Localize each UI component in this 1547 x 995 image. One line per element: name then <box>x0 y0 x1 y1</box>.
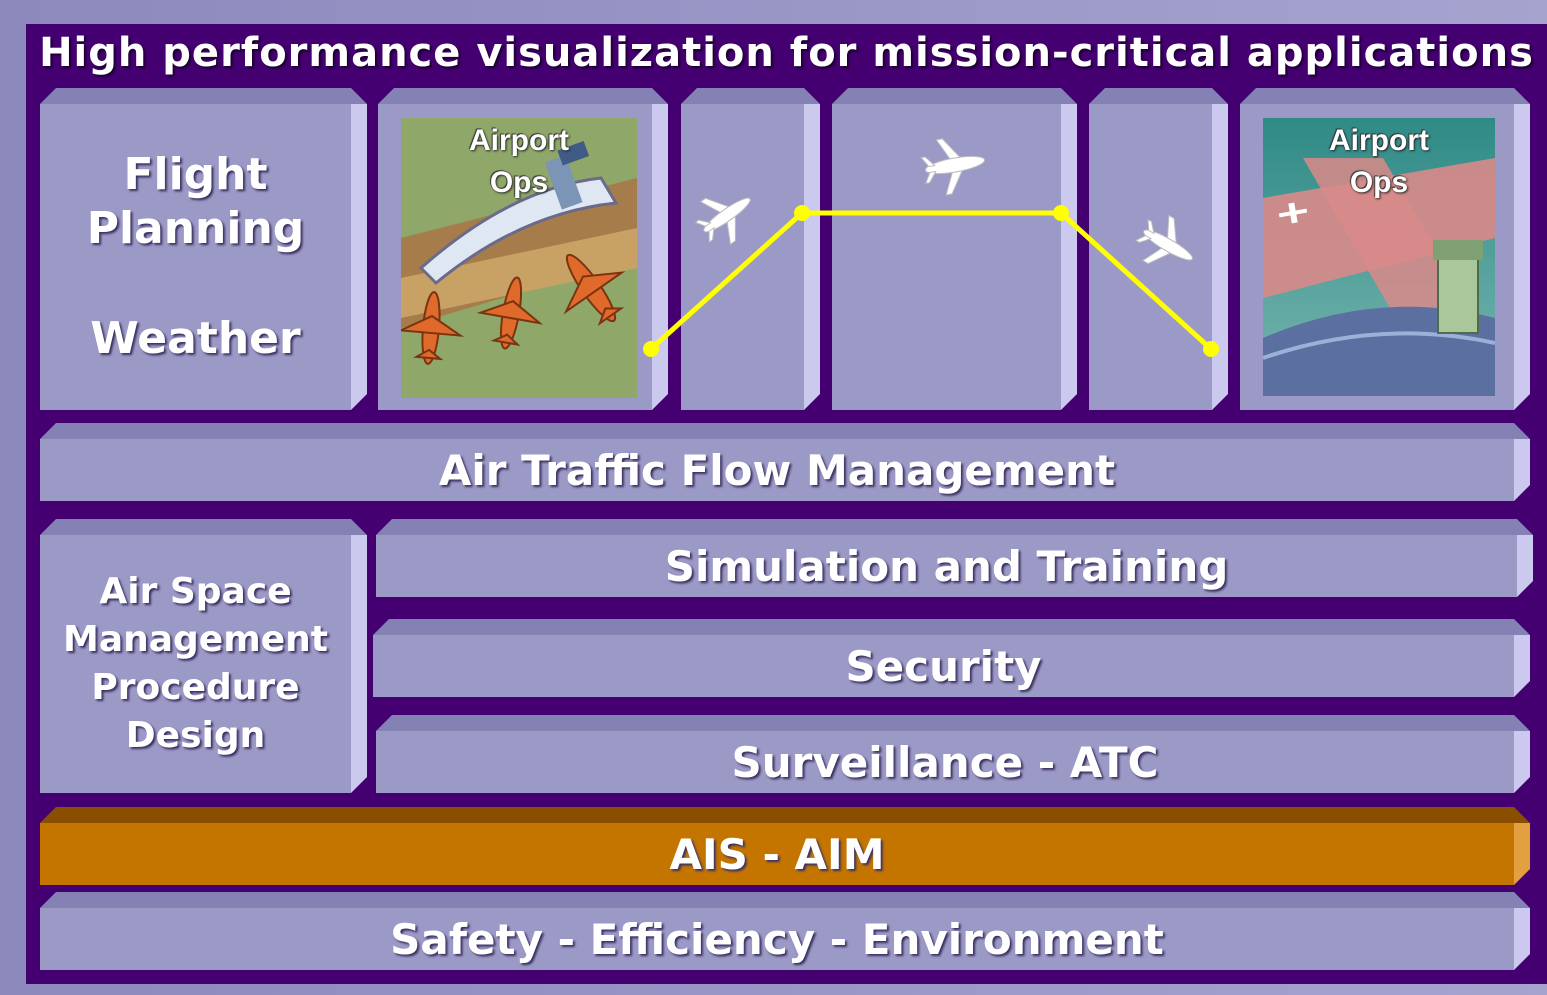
airplane-icon <box>1134 214 1193 265</box>
airplane-icon <box>694 197 751 246</box>
airspace-line-4: Design <box>125 715 266 756</box>
climb-segment-block <box>681 88 820 410</box>
weather-label: Weather <box>90 313 301 364</box>
parked-plane-1 <box>401 291 465 365</box>
parked-plane-2 <box>476 276 544 350</box>
flight-path-node <box>643 341 659 357</box>
cruise-segment-block <box>832 88 1077 410</box>
parked-plane-3 <box>563 253 626 326</box>
airspace-line-2: Management <box>63 619 328 660</box>
security-label: Security <box>845 641 1042 691</box>
ais-aim-label: AIS - AIM <box>669 829 885 879</box>
airport-ops-left-title: Airport Ops <box>401 120 637 204</box>
ops-word: Ops <box>489 166 549 199</box>
ais-aim-block: AIS - AIM <box>40 807 1530 885</box>
airspace-line-1: Air Space <box>99 571 292 612</box>
atfm-label: Air Traffic Flow Management <box>438 445 1116 495</box>
surveillance-label: Surveillance - ATC <box>731 737 1159 787</box>
flight-path-line <box>649 210 1213 351</box>
airport-runway-illustration <box>1263 118 1495 396</box>
simulation-block: Simulation and Training <box>376 519 1533 597</box>
airport-ops-left-illustration: Airport Ops <box>401 118 637 398</box>
atfm-block: Air Traffic Flow Management <box>40 423 1530 501</box>
surveillance-block: Surveillance - ATC <box>376 715 1530 793</box>
small-plane-icon <box>1278 202 1308 224</box>
simulation-label: Simulation and Training <box>664 541 1229 591</box>
airport-ops-right-title: Airport Ops <box>1263 120 1495 204</box>
airport-word: Airport <box>469 124 569 157</box>
planning-label: Planning <box>86 203 305 254</box>
slide-title: High performance visualization for missi… <box>39 30 1534 76</box>
airport-ops-right-illustration: Airport Ops <box>1263 118 1495 396</box>
ops-word: Ops <box>1349 166 1409 199</box>
airspace-line-3: Procedure <box>91 667 300 708</box>
security-block: Security <box>373 619 1530 697</box>
airspace-block: Air Space Management Procedure Design <box>40 519 367 793</box>
flight-planning-block: Flight Planning Weather <box>40 88 367 410</box>
airport-word: Airport <box>1329 124 1429 157</box>
airport-illustration <box>401 118 637 398</box>
safety-label: Safety - Efficiency - Environment <box>390 914 1164 964</box>
flight-path-node <box>1053 205 1069 221</box>
flight-path-node <box>794 205 810 221</box>
flight-label: Flight <box>123 149 268 200</box>
safety-block: Safety - Efficiency - Environment <box>40 892 1530 970</box>
flight-path-node <box>1203 341 1219 357</box>
airplane-icon <box>920 138 986 196</box>
